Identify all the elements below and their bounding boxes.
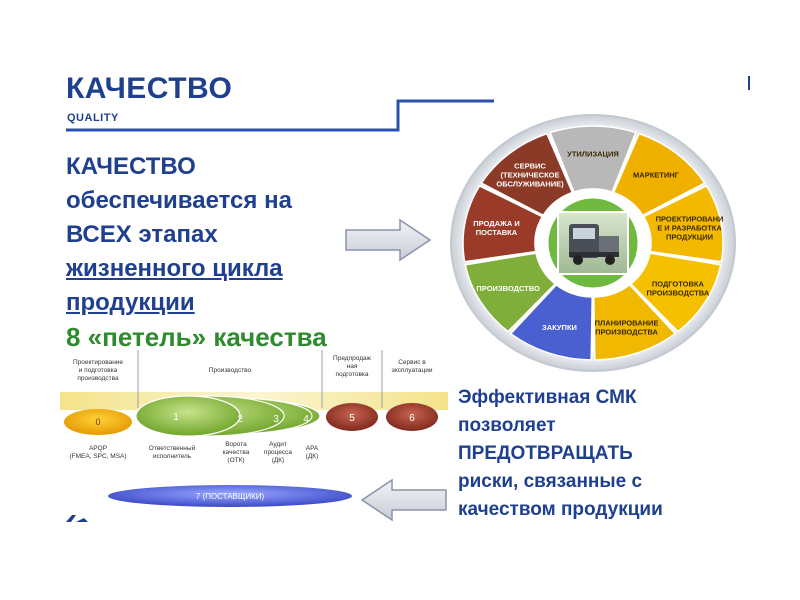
loop-0-label: 0 bbox=[95, 417, 100, 427]
wheel-segment-label: ПРОИЗВОДСТВО bbox=[476, 284, 540, 293]
phase-header-design: производства bbox=[77, 375, 119, 382]
wheel-segment-label: МАРКЕТИНГ bbox=[633, 170, 680, 179]
phase-header-service: эксплуатации bbox=[392, 367, 433, 374]
statement-line-1: КАЧЕСТВО bbox=[66, 153, 196, 180]
loop-0 bbox=[64, 409, 132, 435]
phase-header-design: Проектирование bbox=[73, 359, 123, 366]
statement-line-2: обеспечивается на bbox=[66, 187, 292, 214]
apa-label: (ДК) bbox=[306, 453, 319, 460]
right-arrow-icon bbox=[345, 218, 432, 262]
statement-line-5: продукции bbox=[66, 289, 195, 316]
corner-mark bbox=[748, 76, 750, 90]
phase-header-presale: подготовка bbox=[335, 371, 368, 378]
wheel-segment bbox=[629, 252, 722, 333]
wheel-segment-label: ПРОДУКЦИИ bbox=[666, 232, 713, 241]
apqp-label: APQP bbox=[89, 445, 107, 452]
wheel-segment-label: ПОДГОТОВКА bbox=[652, 279, 705, 288]
apqp-label: (FMEA, SPC, MSA) bbox=[69, 453, 126, 460]
wheel-segment-label: Е И РАЗРАБОТКА bbox=[657, 223, 722, 232]
wheel-segment-label: СЕРВИС bbox=[514, 161, 546, 170]
phase-header-design: и подготовка bbox=[79, 367, 118, 374]
wheel-segment bbox=[642, 184, 724, 263]
wheel-segment bbox=[509, 283, 593, 361]
wheel-segment bbox=[593, 283, 677, 361]
responsible-label: исполнитель bbox=[153, 453, 192, 460]
wheel-segment bbox=[612, 132, 706, 217]
smk-line-3: ПРЕДОТВРАЩАТЬ bbox=[458, 443, 633, 464]
phase-header-production: Производство bbox=[209, 367, 252, 374]
wheel-segment-label: ПОСТАВКА bbox=[476, 228, 518, 237]
wheel-segment-label: (ТЕХНИЧЕСКОЕ bbox=[501, 170, 560, 179]
loop-5 bbox=[326, 403, 378, 431]
page-title: КАЧЕСТВО bbox=[66, 72, 233, 105]
smk-statement: Эффективная СМК позволяет ПРЕДОТВРАЩАТЬ … bbox=[458, 384, 663, 524]
wheel-segment-label: ПРОИЗВОДСТВА bbox=[595, 328, 658, 337]
loop-4-label: 4 bbox=[303, 414, 309, 425]
truck-icon bbox=[569, 224, 619, 265]
company-logo bbox=[66, 515, 88, 522]
quality-loops-diagram: Проектирование и подготовка производства… bbox=[60, 350, 448, 507]
wheel-segment bbox=[464, 252, 557, 333]
left-arrow-icon bbox=[360, 478, 447, 522]
process-audit-label: (ДК) bbox=[272, 457, 285, 464]
wheel-segment bbox=[549, 125, 637, 193]
apa-label: APA bbox=[306, 445, 319, 452]
loop-6-label: 6 bbox=[409, 413, 415, 424]
wheel-segment bbox=[462, 184, 544, 263]
phase-header-presale: Предпродаж bbox=[333, 355, 372, 362]
process-audit-label: процесса bbox=[264, 449, 293, 456]
responsible-label: Ответственный bbox=[149, 444, 196, 452]
process-audit-label: Аудит bbox=[269, 441, 287, 448]
wheel-segment-label: УТИЛИЗАЦИЯ bbox=[567, 150, 619, 159]
loop-3-label: 3 bbox=[273, 414, 279, 425]
quality-gate-label: Ворота bbox=[225, 441, 247, 448]
loops-heading: 8 «петель» качества bbox=[66, 322, 327, 352]
wheel-segment-label: ПРОЕКТИРОВАНИ bbox=[656, 214, 724, 223]
statement-line-4: жизненного цикла bbox=[66, 255, 283, 282]
loop-7-suppliers bbox=[108, 485, 352, 507]
page-subtitle: QUALITY bbox=[67, 112, 119, 124]
loop-1-label: 1 bbox=[173, 412, 179, 423]
statement-line-3: ВСЕХ этапах bbox=[66, 221, 218, 248]
loop-5-label: 5 bbox=[349, 413, 355, 424]
smk-line-2: позволяет bbox=[458, 415, 556, 436]
smk-line-1: Эффективная СМК bbox=[458, 387, 637, 408]
wheel-segment-label: ПРОИЗВОДСТВА bbox=[646, 288, 709, 297]
loop-1 bbox=[135, 395, 241, 437]
smk-line-4: риски, связанные с bbox=[458, 471, 643, 492]
wheel-segment-label: ПРОДАЖА И bbox=[473, 219, 519, 228]
quality-gate-label: (ОТК) bbox=[227, 457, 244, 464]
loop-7-label: 7 (ПОСТАВЩИКИ) bbox=[196, 492, 265, 501]
phase-header-service: Сервис в bbox=[398, 359, 426, 366]
loop-2-label: 2 bbox=[237, 414, 243, 425]
quality-gate-label: качества bbox=[223, 449, 250, 456]
phase-header-presale: ная bbox=[347, 363, 358, 370]
smk-line-5: качеством продукции bbox=[458, 499, 663, 520]
quality-statement: КАЧЕСТВО обеспечивается на ВСЕХ этапах ж… bbox=[66, 150, 292, 320]
loop-6 bbox=[386, 403, 438, 431]
wheel-segment bbox=[480, 132, 574, 217]
wheel-segment-label: ПЛАНИРОВАНИЕ bbox=[595, 319, 659, 328]
wheel-segment-label: ЗАКУПКИ bbox=[542, 323, 577, 332]
wheel-segment-label: ОБСЛУЖИВАНИЕ) bbox=[496, 179, 564, 188]
